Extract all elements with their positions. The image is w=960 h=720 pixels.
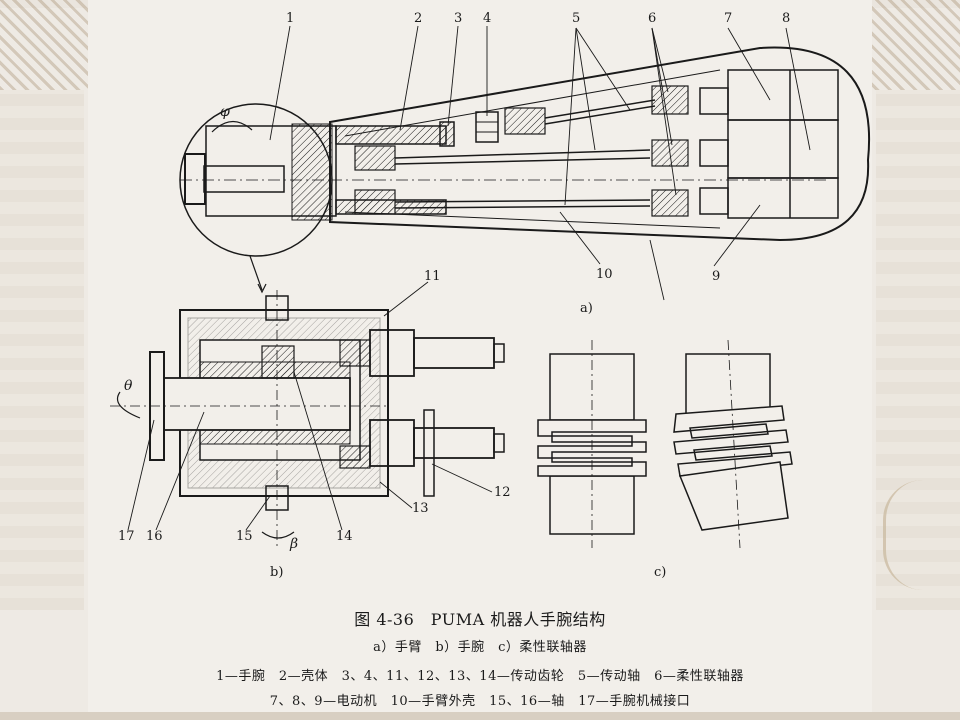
decorative-border-bottom	[0, 712, 960, 720]
wrist-interface-plate	[184, 153, 206, 205]
subfigure-b-label: b)	[270, 565, 283, 580]
callout-labels: 1 2 3 4 5 6 7 8 10 9 11 12 13 14 15 16 1…	[118, 11, 790, 580]
bevel-gear-14	[261, 345, 295, 379]
callout-11: 11	[424, 269, 441, 284]
housing-top	[335, 125, 447, 145]
leader-lines-a	[269, 25, 811, 301]
beta-label: β	[289, 536, 298, 552]
gear-12	[423, 409, 435, 497]
coupling-bent	[673, 339, 793, 549]
callout-10: 10	[596, 267, 613, 282]
coupling-straight	[537, 340, 647, 548]
callout-15: 15	[236, 529, 253, 544]
motor-shafts	[699, 87, 729, 215]
callout-8: 8	[782, 11, 790, 26]
callout-17: 17	[118, 529, 135, 544]
figure-caption-title: 图 4-36 PUMA 机器人手腕结构	[354, 610, 606, 629]
callout-9: 9	[712, 269, 720, 284]
theta-arrow	[116, 391, 141, 419]
phi-arrow	[211, 120, 253, 133]
figure-legend-line-1: 1—手腕 2—壳体 3、4、11、12、13、14—传动齿轮 5—传动轴 6—柔…	[216, 669, 744, 684]
gear-12-inner	[339, 445, 371, 469]
callout-1: 1	[286, 11, 294, 26]
detail-pointer-arrow	[249, 255, 263, 291]
gear-3	[439, 121, 455, 147]
theta-label: θ	[124, 378, 133, 394]
subfigure-c-label: c)	[654, 565, 666, 580]
callout-5: 5	[572, 11, 580, 26]
subfigure-a-label: a)	[580, 301, 593, 316]
coupling-view-c	[537, 339, 793, 549]
flexible-couplings-6	[651, 85, 689, 217]
decorative-branch-icon	[883, 480, 946, 590]
arm-view-a	[179, 46, 871, 294]
phi-label: φ	[220, 104, 230, 120]
wrist-view-b	[110, 290, 505, 548]
beta-arrow	[261, 531, 295, 539]
arm-outer-shell	[329, 46, 871, 242]
callout-16: 16	[146, 529, 163, 544]
callout-14: 14	[336, 529, 353, 544]
callout-2: 2	[414, 11, 422, 26]
callout-3: 3	[454, 11, 462, 26]
callout-4: 4	[483, 11, 491, 26]
gear-13	[339, 339, 371, 367]
callout-6: 6	[648, 11, 656, 26]
leader-lines-b	[127, 281, 493, 531]
gear-4	[475, 111, 499, 143]
wrist-shaft	[203, 165, 285, 193]
decorative-side-left	[0, 90, 84, 610]
motors-7-8-9	[727, 69, 839, 219]
callout-7: 7	[724, 11, 732, 26]
decorative-side-right	[876, 90, 960, 610]
callout-13: 13	[412, 501, 429, 516]
figure-legend-line-2: 7、8、9—电动机 10—手臂外壳 15、16—轴 17—手腕机械接口	[269, 694, 691, 709]
wrist-flange	[291, 123, 333, 221]
shaft-16	[159, 377, 351, 431]
figure-caption-subtitle: a）手臂 b）手腕 c）柔性联轴器	[373, 640, 587, 655]
drive-shafts	[330, 99, 830, 209]
callout-12: 12	[494, 485, 511, 500]
